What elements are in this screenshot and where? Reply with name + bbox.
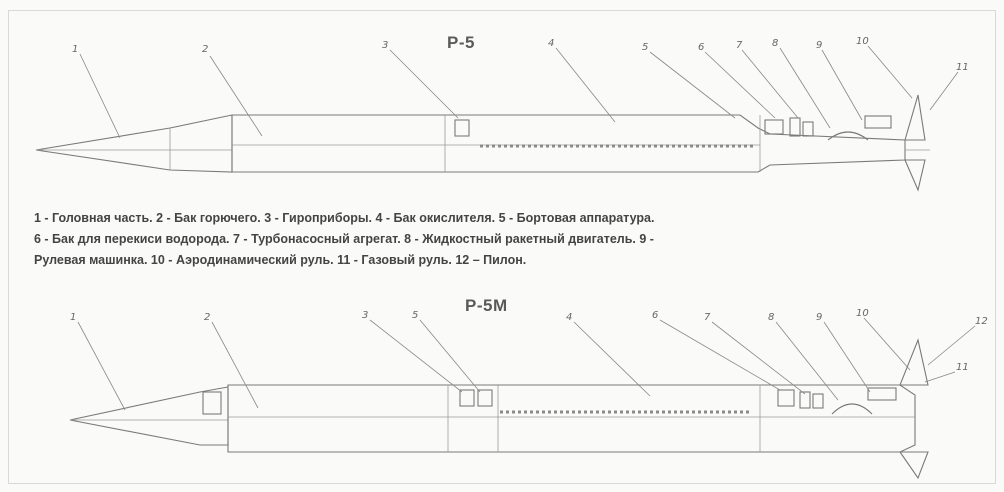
title-r5: Р-5 <box>447 33 475 52</box>
callout-labels-r5m: 1 2 3 5 4 6 7 8 9 10 11 12 <box>70 308 988 373</box>
callout-r5-8: 8 <box>772 38 778 49</box>
callouts-r5m <box>77 317 976 411</box>
callout-labels-r5: 1 2 3 4 5 6 7 8 9 10 11 <box>72 36 969 73</box>
callout-r5m-9: 9 <box>816 312 822 323</box>
callout-r5m-12: 12 <box>975 316 988 327</box>
callout-r5m-4: 4 <box>566 312 572 323</box>
callout-r5-2: 2 <box>202 44 208 55</box>
callout-r5-4: 4 <box>548 38 554 49</box>
legend-line-2: 6 - Бак для перекиси водорода. 7 - Турбо… <box>34 232 654 246</box>
callout-r5m-11: 11 <box>956 362 969 373</box>
callout-r5m-6: 6 <box>652 310 658 321</box>
callouts-r5 <box>79 45 959 139</box>
callout-r5m-3: 3 <box>362 310 368 321</box>
callout-r5-10: 10 <box>856 36 869 47</box>
title-r5m: Р-5М <box>465 296 508 315</box>
callout-r5m-2: 2 <box>204 312 210 323</box>
callout-r5-1: 1 <box>72 44 78 55</box>
callout-r5m-8: 8 <box>768 312 774 323</box>
callout-r5-11: 11 <box>956 62 969 73</box>
callout-r5-9: 9 <box>816 40 822 51</box>
callout-r5m-10: 10 <box>856 308 869 319</box>
rocket-r5m-outline <box>69 338 929 480</box>
legend-line-3: Рулевая машинка. 10 - Аэродинамический р… <box>34 253 527 267</box>
callout-r5-5: 5 <box>642 42 648 53</box>
callout-r5-7: 7 <box>736 40 743 51</box>
rocket-r5-outline <box>35 94 930 192</box>
drawing-frame <box>8 10 996 484</box>
legend: 1 - Головная часть. 2 - Бак горючего. 3 … <box>34 208 974 271</box>
callout-r5-6: 6 <box>698 42 704 53</box>
callout-r5m-5: 5 <box>412 310 418 321</box>
callout-r5m-1: 1 <box>70 312 76 323</box>
callout-r5-3: 3 <box>382 40 388 51</box>
callout-r5m-7: 7 <box>704 312 711 323</box>
legend-line-1: 1 - Головная часть. 2 - Бак горючего. 3 … <box>34 211 655 225</box>
